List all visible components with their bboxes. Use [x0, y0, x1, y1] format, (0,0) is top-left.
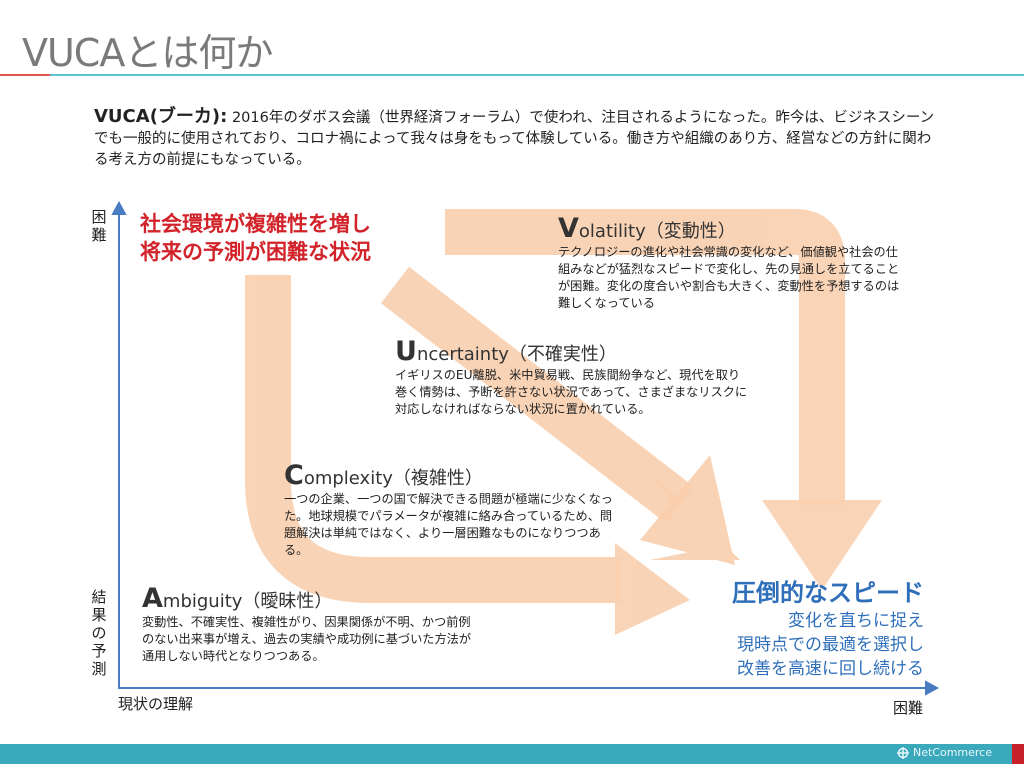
- x-axis-right-label: 困難: [893, 699, 924, 717]
- uncertainty-arrowhead-main: [640, 455, 735, 565]
- complexity-arrow-body: [245, 275, 620, 603]
- headline: 社会環境が複雑性を増し 将来の予測が困難な状況: [140, 210, 371, 266]
- logo-text: NetCommerce: [912, 746, 992, 759]
- ambiguity-block: Ambiguity（曖昧性） 変動性、不確実性、複雑性がり、因果関係が不明、かつ…: [142, 583, 477, 665]
- x-axis-arrowhead: [925, 680, 940, 696]
- volatility-arrowhead: [762, 500, 882, 590]
- item-desc: イギリスのEU離脱、米中貿易戦、民族間紛争など、現代を取り巻く情勢は、予断を許さ…: [395, 368, 748, 416]
- footer-logo: NetCommerce: [896, 746, 992, 759]
- y-axis-bottom-label: 結果の予測: [91, 588, 107, 678]
- speed-line: 改善を高速に回し続ける: [737, 659, 924, 679]
- intro-body: 2016年のダボス会議（世界経済フォーラム）で使われ、注目されるようになった。昨…: [94, 110, 935, 168]
- item-title: mbiguity（曖昧性）: [162, 591, 333, 612]
- logo-icon: [896, 746, 909, 759]
- item-desc: テクノロジーの進化や社会常識の変化など、価値観や社会の仕組みなどが猛烈なスピード…: [558, 245, 900, 310]
- headline-line: 将来の予測が困難な状況: [140, 240, 371, 264]
- intro-text: VUCA(ブーカ): 2016年のダボス会議（世界経済フォーラム）で使われ、注目…: [94, 106, 944, 171]
- item-title: olatility（変動性）: [578, 221, 736, 242]
- item-cap: U: [395, 336, 417, 367]
- item-title: ncertainty（不確実性）: [416, 344, 617, 365]
- item-desc: 一つの企業、一つの国で解決できる問題が極端に少なくなった。地球規模でパラメータが…: [284, 492, 613, 557]
- item-cap: C: [284, 460, 304, 491]
- intro-term: VUCA(ブーカ):: [94, 106, 228, 127]
- speed-block: 圧倒的なスピード 変化を直ちに捉え 現時点での最適を選択し 改善を高速に回し続け…: [732, 577, 924, 681]
- headline-line: 社会環境が複雑性を増し: [140, 212, 371, 236]
- title-rule: [50, 74, 1024, 76]
- y-axis-top-label: 困難: [91, 208, 107, 244]
- uncertainty-arrow-body: [380, 266, 695, 524]
- item-title: omplexity（複雑性）: [303, 468, 483, 489]
- speed-title: 圧倒的なスピード: [732, 579, 924, 607]
- uncertainty-block: Uncertainty（不確実性） イギリスのEU離脱、米中貿易戦、民族間紛争な…: [395, 336, 750, 418]
- complexity-block: Complexity（複雑性） 一つの企業、一つの国で解決できる問題が極端に少な…: [284, 460, 614, 559]
- speed-line: 変化を直ちに捉え: [788, 611, 924, 631]
- x-axis-left-label: 現状の理解: [118, 695, 194, 713]
- item-desc: 変動性、不確実性、複雑性がり、因果関係が不明、かつ前例のない出来事が増え、過去の…: [142, 615, 472, 663]
- volatility-block: Volatility（変動性） テクノロジーの進化や社会常識の変化など、価値観や…: [558, 213, 908, 312]
- volatility-arrow-body: [445, 209, 845, 505]
- y-axis-arrowhead: [111, 200, 127, 215]
- title-rule-accent: [0, 74, 50, 76]
- page-title: VUCAとは何か: [22, 31, 273, 75]
- footer-accent: [1012, 744, 1024, 764]
- complexity-arrowhead: [615, 543, 690, 635]
- item-cap: A: [142, 583, 163, 614]
- item-cap: V: [558, 213, 579, 244]
- footer-bar: [0, 744, 1012, 764]
- speed-line: 現時点での最適を選択し: [737, 635, 924, 655]
